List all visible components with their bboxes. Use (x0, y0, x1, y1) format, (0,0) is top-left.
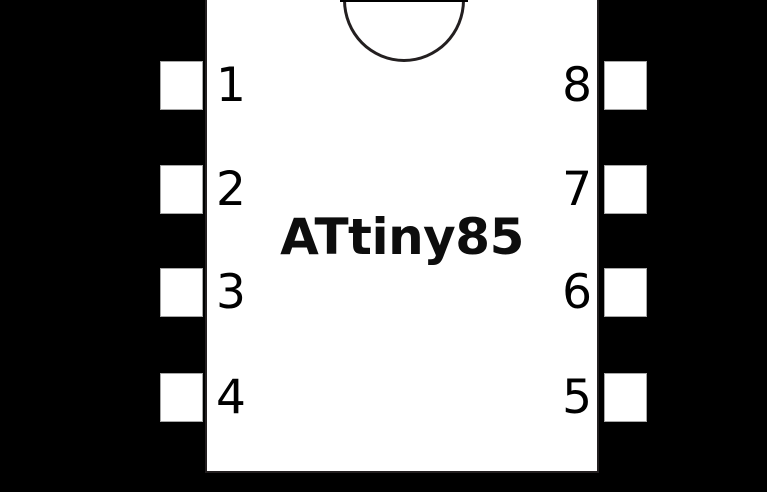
pin-pad-8[interactable] (604, 61, 647, 110)
chip-body-outline (205, 0, 599, 473)
pin-pad-7[interactable] (604, 165, 647, 214)
pin-number-3: 3 (216, 265, 246, 320)
notch-top-mask (340, 0, 468, 2)
part-number-label: ATtiny85 (280, 208, 524, 266)
pin-number-4: 4 (216, 370, 246, 425)
pin-pad-2[interactable] (160, 165, 203, 214)
pin-number-7: 7 (562, 162, 592, 217)
pin-number-2: 2 (216, 162, 246, 217)
pin-number-6: 6 (562, 265, 592, 320)
pin-pad-5[interactable] (604, 373, 647, 422)
pin-pad-6[interactable] (604, 268, 647, 317)
pin-pad-3[interactable] (160, 268, 203, 317)
pin-number-5: 5 (562, 370, 592, 425)
pin-pad-4[interactable] (160, 373, 203, 422)
pin-pad-1[interactable] (160, 61, 203, 110)
pin-number-1: 1 (216, 58, 246, 113)
pin-number-8: 8 (562, 58, 592, 113)
